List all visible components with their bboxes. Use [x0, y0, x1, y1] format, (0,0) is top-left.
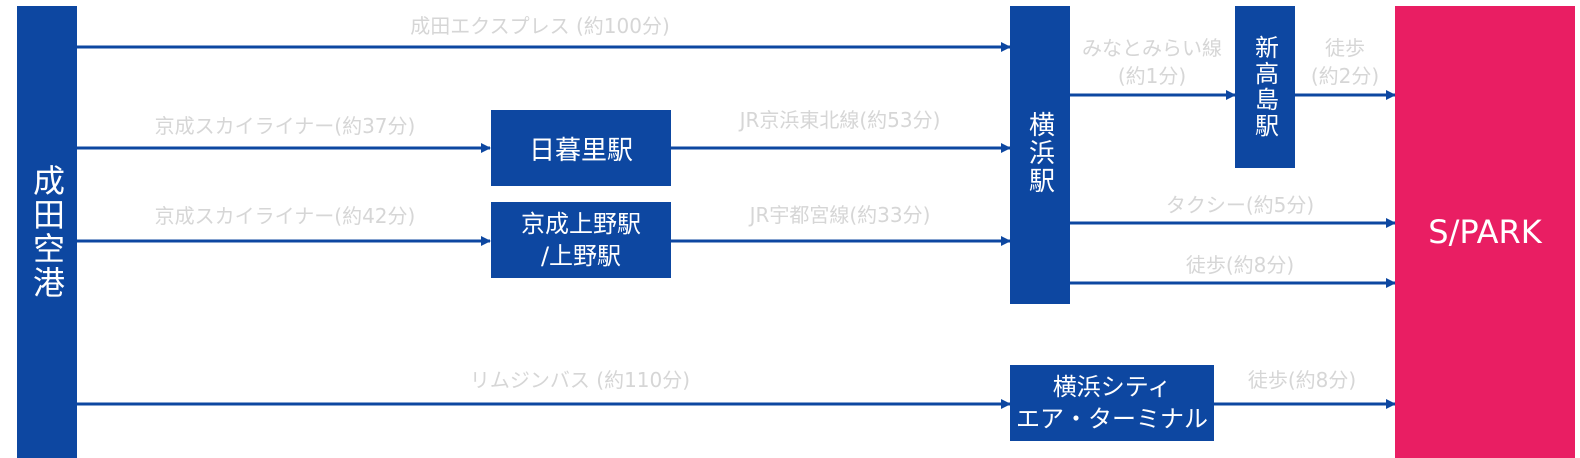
spark-destination-node: S/PARK: [1395, 6, 1575, 458]
nippori-station-label: 日暮里駅: [528, 135, 633, 166]
route-label-narita-express: 成田エクスプレス (約100分): [410, 14, 670, 38]
ueno-station-node: 京成上野駅 /上野駅: [491, 202, 671, 278]
ycat-label-1: 横浜シティ: [1052, 373, 1172, 401]
route-label-taxi: タクシー(約5分): [1165, 193, 1315, 217]
narita-airport-node: 成田空港: [17, 6, 77, 458]
ueno-station-label-1: 京成上野駅: [521, 210, 641, 238]
nippori-station-node: 日暮里駅: [491, 110, 671, 186]
ycat-node: 横浜シティ エア・ターミナル: [1010, 365, 1214, 441]
shintakashima-station-node: 新高島駅: [1235, 6, 1295, 168]
route-label-skyliner-37: 京成スカイライナー(約37分): [154, 114, 416, 138]
yokohama-station-node: 横浜駅: [1010, 6, 1070, 304]
route-label-minatomirai-2: (約1分): [1117, 64, 1187, 88]
route-label-walk-2-1: 徒歩: [1325, 36, 1365, 60]
route-label-walk-8-yokohama: 徒歩(約8分): [1185, 253, 1295, 277]
ueno-station-label-2: /上野駅: [540, 242, 622, 270]
route-label-skyliner-42: 京成スカイライナー(約42分): [154, 204, 416, 228]
spark-destination-label: S/PARK: [1428, 213, 1542, 251]
route-label-keihin-tohoku: JR京浜東北線(約53分): [739, 108, 941, 132]
route-label-walk-2-2: (約2分): [1310, 64, 1380, 88]
ycat-label-2: エア・ターミナル: [1016, 405, 1208, 433]
yokohama-station-label: 横浜駅: [1024, 111, 1055, 195]
route-label-utsunomiya: JR宇都宮線(約33分): [749, 203, 931, 227]
route-label-minatomirai-1: みなとみらい線: [1082, 36, 1222, 60]
narita-airport-label: 成田空港: [28, 164, 66, 300]
route-label-limousine: リムジンバス (約110分): [469, 368, 691, 392]
route-label-walk-8-ycat: 徒歩(約8分): [1247, 368, 1357, 392]
shintakashima-station-label: 新高島駅: [1250, 35, 1279, 139]
